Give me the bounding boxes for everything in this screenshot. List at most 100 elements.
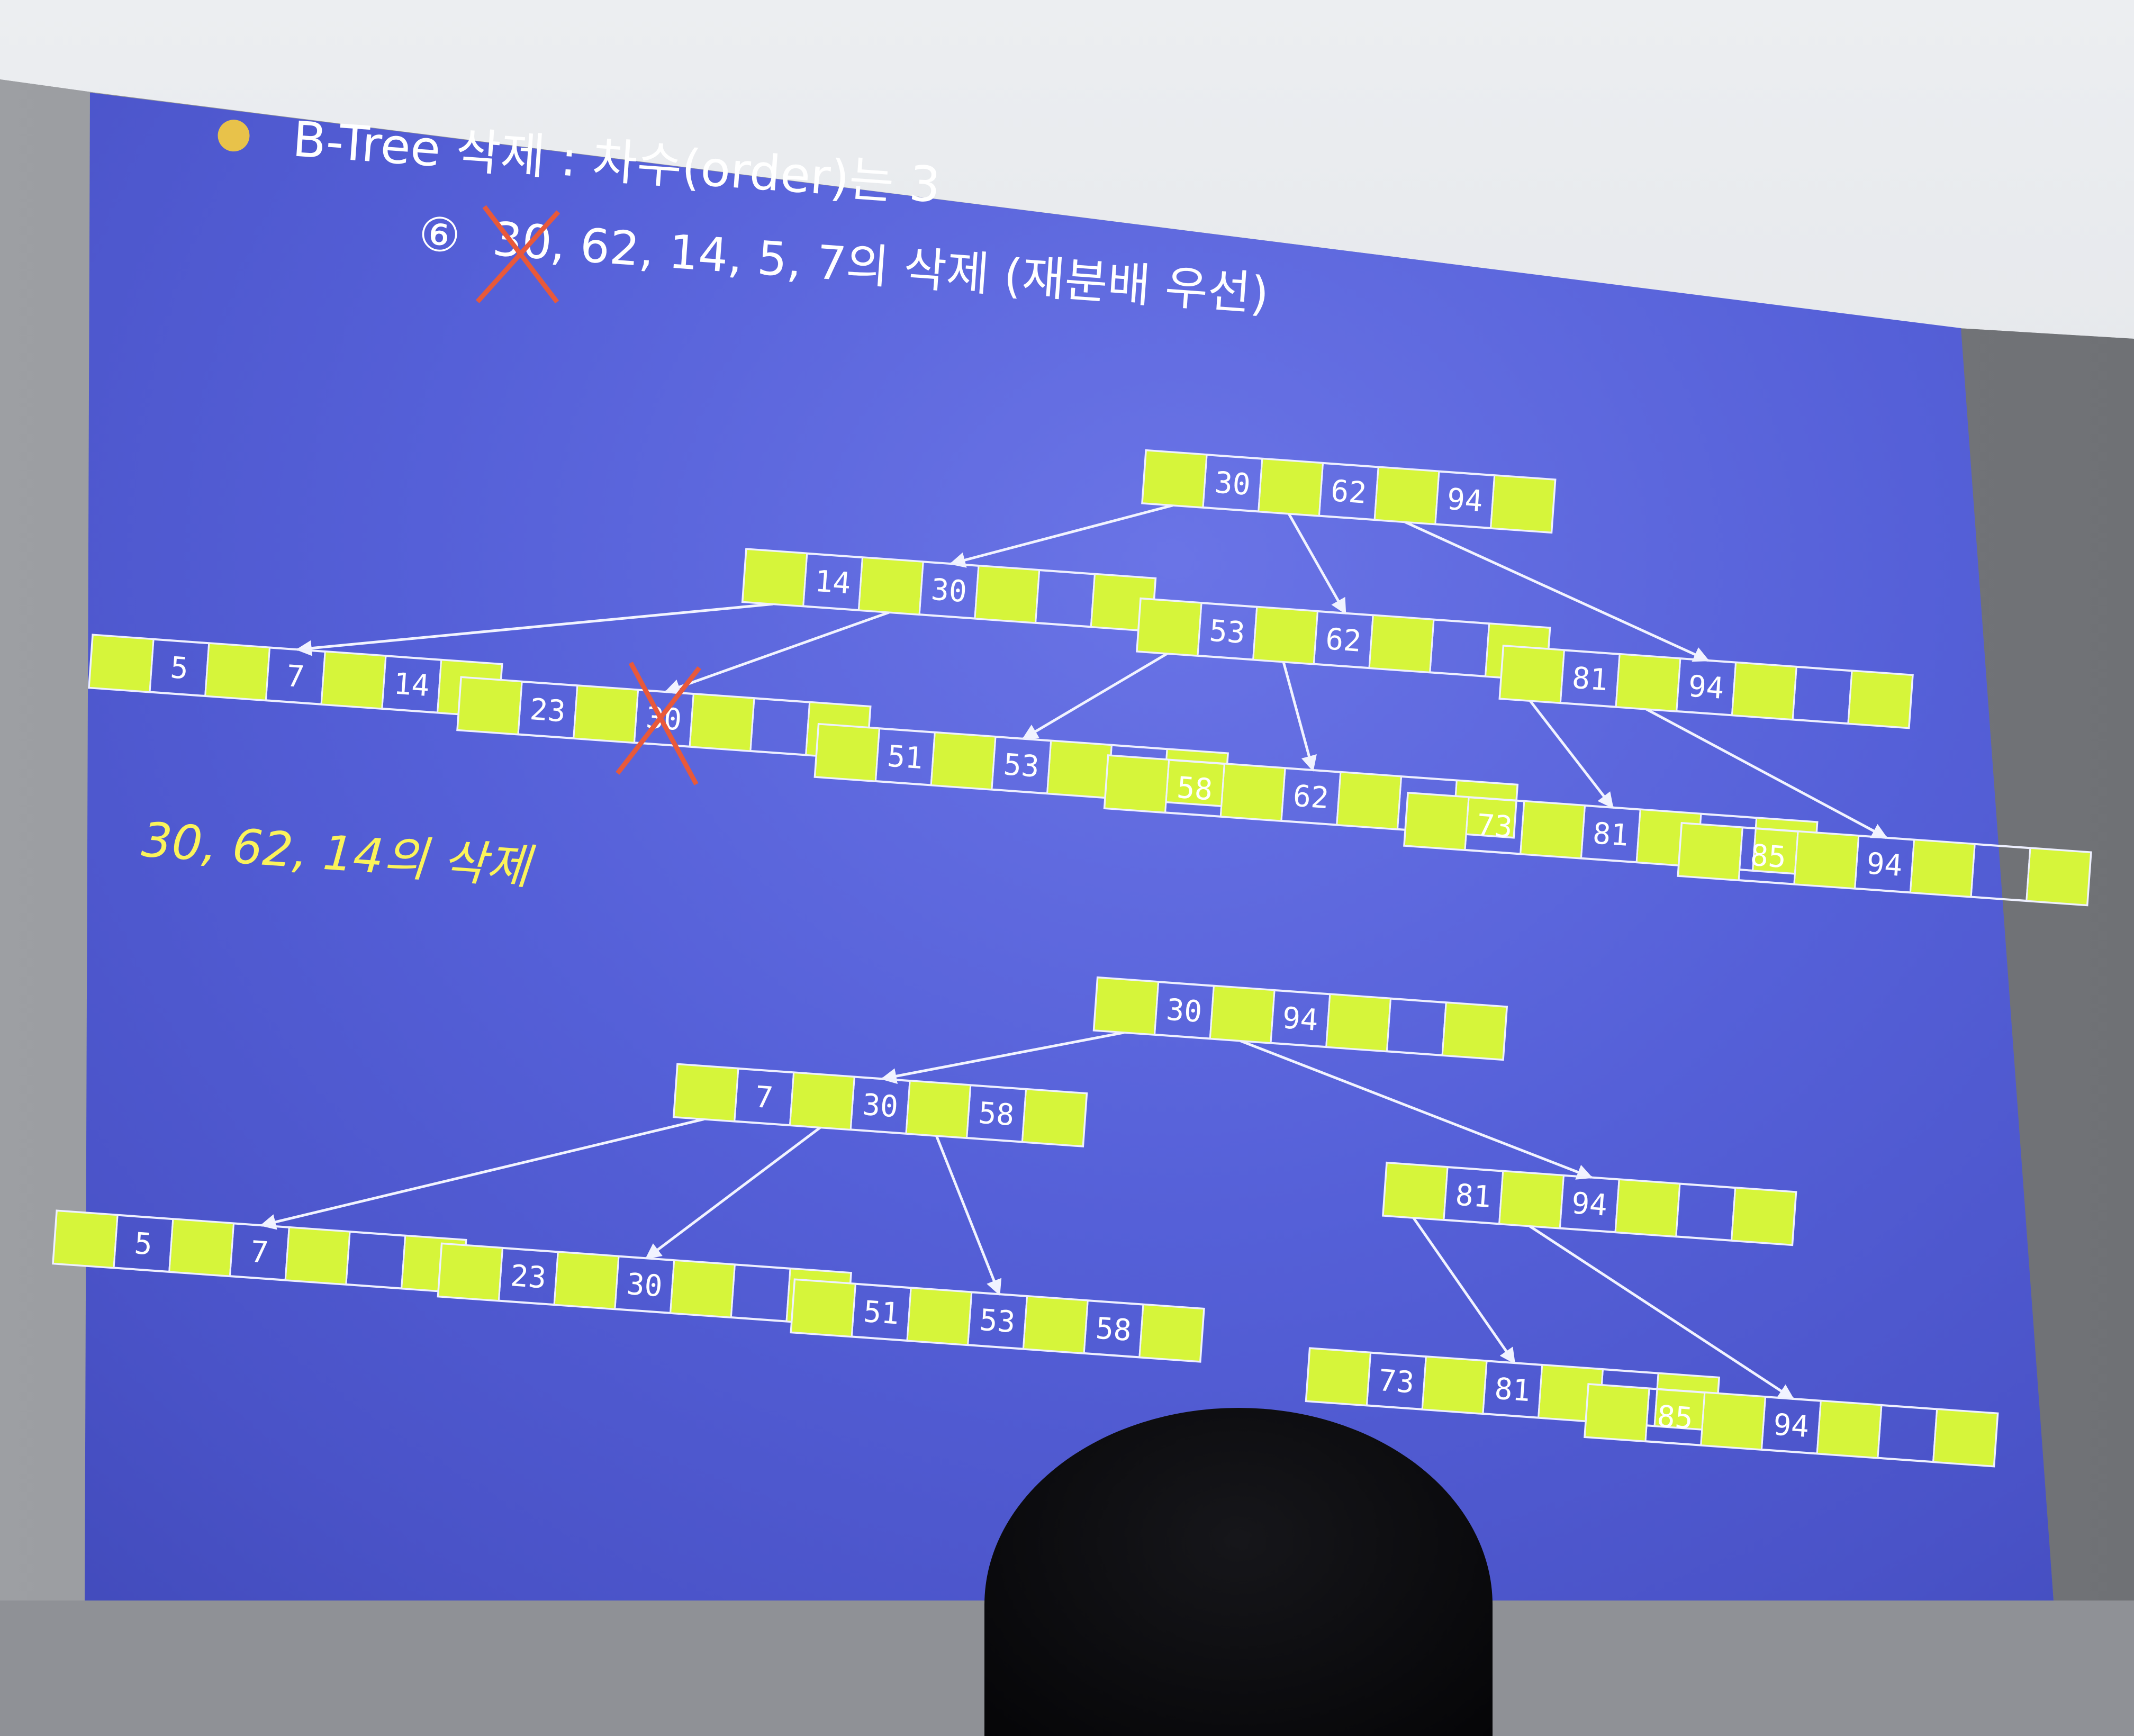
- pointer-cell: [1258, 458, 1324, 517]
- key-cell: [1760, 1396, 1822, 1455]
- pointer-cell: [1138, 1304, 1205, 1363]
- key-cell: [967, 1291, 1028, 1350]
- after-caption: 30, 62, 14의 삭제: [140, 812, 537, 896]
- key-cell: [749, 697, 811, 756]
- key-cell: [265, 646, 326, 706]
- node-key: 7: [249, 1235, 269, 1270]
- node-key: 85: [1749, 838, 1787, 875]
- pointer-cell: [1305, 1347, 1372, 1406]
- key-cell: [1318, 462, 1379, 521]
- key-cell: [1482, 1360, 1543, 1419]
- node-key: 94: [1687, 669, 1725, 706]
- tree-edge: [1412, 1217, 1516, 1364]
- tree-edge: [1645, 708, 1888, 839]
- pointer-cell: [204, 642, 271, 701]
- key-cell: [633, 689, 694, 748]
- key-cell: [849, 1075, 911, 1135]
- btree-internal-node: 14 30: [741, 548, 1157, 632]
- key-cell: [1386, 998, 1447, 1056]
- pointer-cell: [814, 723, 881, 782]
- pointer-cell: [1520, 800, 1586, 860]
- key-cell: [1854, 835, 1915, 893]
- node-key: 94: [1772, 1407, 1810, 1444]
- pointer-cell: [1325, 993, 1392, 1052]
- pointer-cell: [906, 1287, 973, 1346]
- pointer-cell: [790, 1278, 856, 1338]
- node-key: 30: [861, 1088, 899, 1125]
- key-cell: [1443, 1166, 1504, 1225]
- key-cell: [918, 560, 980, 620]
- node-key: 51: [886, 739, 924, 776]
- pointer-cell: [1104, 754, 1170, 813]
- pointer-cell: [1368, 614, 1435, 673]
- key-cell: [851, 1283, 912, 1342]
- tree-edge: [880, 1031, 1125, 1084]
- node-key: 62: [1292, 779, 1330, 816]
- struck-key: 30: [491, 212, 554, 270]
- tree-edge: [645, 1126, 821, 1260]
- key-cell: [149, 638, 210, 697]
- node-key: 53: [1002, 747, 1041, 784]
- btree-leaf-node: 85 94: [1677, 821, 2092, 907]
- key-cell: [1676, 657, 1737, 716]
- slide-title: B-Tree 삭제 : 차수(order)는 3: [291, 111, 942, 213]
- tree-edge: [1529, 700, 1614, 809]
- pointer-cell: [573, 684, 639, 744]
- pointer-cell: [1489, 474, 1557, 534]
- pointer-cell: [1136, 598, 1202, 657]
- btree-internal-node: 81 94: [1498, 645, 1914, 729]
- btree-leaf-node: 51 53: [813, 722, 1229, 808]
- node-key: 30: [626, 1267, 664, 1304]
- node-key: 30: [930, 573, 968, 610]
- node-key: 14: [814, 564, 852, 601]
- tree-edge: [1021, 652, 1168, 740]
- tree-edge: [1282, 661, 1317, 772]
- tree-edge: [1287, 513, 1347, 615]
- pointer-cell: [1816, 1400, 1883, 1459]
- left-wall: [0, 79, 95, 1601]
- key-cell: [1877, 1404, 1938, 1463]
- key-cell: [1202, 454, 1263, 513]
- node-key: 53: [979, 1303, 1017, 1340]
- pointer-cell: [1847, 670, 1914, 729]
- key-cell: [966, 1084, 1027, 1143]
- key-cell: [1559, 1174, 1620, 1233]
- pointer-cell: [1373, 466, 1440, 525]
- pointer-cell: [284, 1226, 351, 1286]
- pointer-cell: [1382, 1162, 1449, 1221]
- key-cell: [345, 1231, 406, 1290]
- key-cell: [1580, 804, 1641, 863]
- pointer-cell: [1209, 985, 1276, 1044]
- pointer-cell: [857, 556, 924, 616]
- key-cell: [1153, 981, 1215, 1040]
- bullet-dot-icon: [218, 120, 250, 152]
- key-cell: [802, 553, 864, 611]
- node-key: 81: [1571, 661, 1609, 698]
- pointer-cell: [1932, 1408, 1999, 1467]
- key-cell: [730, 1263, 791, 1323]
- key-cell: [1675, 1182, 1737, 1242]
- key-cell: [1644, 1387, 1706, 1446]
- tree-edge: [935, 1135, 1002, 1296]
- pointer-cell: [930, 731, 997, 791]
- key-cell: [1164, 758, 1226, 818]
- key-cell: [1464, 796, 1525, 855]
- node-key: 94: [1281, 1001, 1319, 1038]
- pointer-cell: [742, 548, 808, 607]
- node-key: 81: [1592, 816, 1630, 853]
- node-key: 94: [1865, 846, 1903, 883]
- node-key: 51: [862, 1295, 900, 1332]
- pointer-cell: [1441, 1001, 1508, 1061]
- strike-cross-icon: [616, 662, 701, 785]
- pointer-cell: [1700, 1391, 1767, 1451]
- pointer-cell: [1046, 739, 1113, 799]
- pointer-cell: [1219, 763, 1286, 822]
